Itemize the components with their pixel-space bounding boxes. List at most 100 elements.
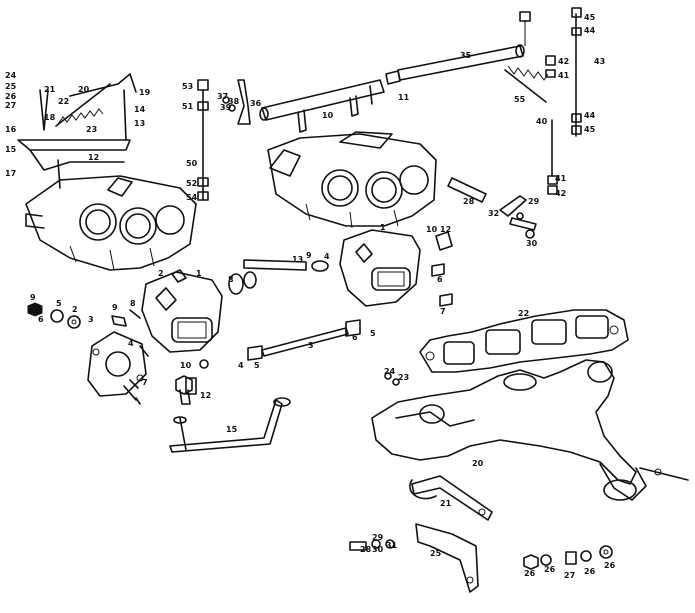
callout-label: 15 [226,425,238,434]
cross-shaft-10 [259,79,385,133]
callout-label: 27 [564,571,575,580]
callout-label: 5 [254,361,260,370]
callout-label: 21 [44,85,56,94]
callout-label: 4 [324,252,330,261]
exhaust-gasket-22 [419,309,629,373]
callout-label: 28 [463,197,475,206]
callout-label: 6 [38,315,44,324]
callout-label: 24 [384,367,396,376]
callout-label: 2 [158,269,164,278]
flange-gasket-left [87,331,147,397]
callout-label: 6 [352,333,358,342]
callout-label: 42 [555,189,566,198]
callout-label: 30 [526,239,538,248]
callout-label: 7 [440,307,446,316]
callout-label: 8 [228,275,234,284]
callout-label: 45 [584,125,596,134]
callout-label: 31 [386,541,398,550]
spring-55 [504,65,549,103]
callout-label: 6 [437,275,443,284]
exhaust-manifold-20 [371,359,689,501]
callout-label: 26 [584,567,596,576]
callout-label: 44 [584,111,596,120]
callout-label: 25 [430,549,442,558]
callout-label: 12 [200,391,211,400]
callout-label: 38 [228,97,240,106]
callout-label: 29 [372,533,384,542]
carburettor-left [25,159,197,271]
callout-label: 41 [555,174,567,183]
callout-label: 45 [584,13,596,22]
callout-label: 55 [514,95,526,104]
callout-label: 22 [58,97,69,106]
callout-label: 9 [30,293,36,302]
callout-label: 26 [604,561,616,570]
callout-label: 20 [78,85,90,94]
callout-label: 21 [440,499,452,508]
fittings-misc [129,231,453,395]
callout-label: 50 [186,159,198,168]
callout-label: 13 [292,255,303,264]
callout-label: 4 [128,339,134,348]
crossover-pipe-15 [169,397,291,453]
callout-label: 25 [5,82,17,91]
balance-pipe-3 [228,259,361,361]
callout-label: 1 [196,269,202,278]
callout-label: 23 [398,373,409,382]
callout-label: 35 [460,51,472,60]
callout-label: 3 [88,315,94,324]
callout-label: 53 [182,82,193,91]
callout-label: 32 [488,209,499,218]
callout-label: 10 [426,225,438,234]
callout-label: 9 [306,251,312,260]
lever-36 [222,79,251,125]
bracket-21 [409,475,493,521]
callout-label: 9 [112,303,118,312]
fastener-cluster-bottom [349,372,613,570]
callout-label: 52 [186,179,197,188]
callout-label: 15 [5,145,17,154]
callout-label: 51 [182,102,194,111]
callout-label: 43 [594,57,605,66]
rod-50 [197,79,209,201]
linkage-28-29 [447,177,537,239]
carburettor-right [267,131,437,229]
callout-label: 29 [528,197,540,206]
callout-label: 2 [72,305,78,314]
callout-label: 5 [370,329,376,338]
callout-label: 10 [322,111,334,120]
callout-label: 14 [134,105,146,114]
callout-label: 54 [186,193,198,202]
callout-label: 11 [398,93,410,102]
callout-label: 36 [250,99,262,108]
callout-label: 17 [5,169,16,178]
callout-label: 42 [558,57,569,66]
callout-label: 30 [372,545,384,554]
callout-label: 10 [180,361,192,370]
intake-manifold-right [339,229,421,307]
callout-label: 24 [5,71,17,80]
callout-label: 37 [217,92,228,101]
callout-label: 22 [518,309,529,318]
callout-label: 26 [544,565,556,574]
callout-label: 23 [86,125,97,134]
linkage-bracket-12 [17,73,137,171]
callout-label: 13 [134,119,145,128]
callout-label: 5 [56,299,62,308]
callout-label: 26 [524,569,536,578]
callout-label: 18 [44,113,56,122]
fastener-cluster-left [27,269,209,405]
callout-label: 16 [5,125,17,134]
vertical-rod-40 [545,7,582,195]
callout-label: 28 [360,545,372,554]
callout-label: 8 [130,299,136,308]
callout-label: 12 [440,225,451,234]
callout-label: 27 [5,101,16,110]
callout-label: 44 [584,26,596,35]
callout-label: 41 [558,71,570,80]
callout-label: 12 [88,153,99,162]
callout-label: 20 [472,459,484,468]
callout-label: 40 [536,117,548,126]
callout-label: 7 [142,378,148,387]
